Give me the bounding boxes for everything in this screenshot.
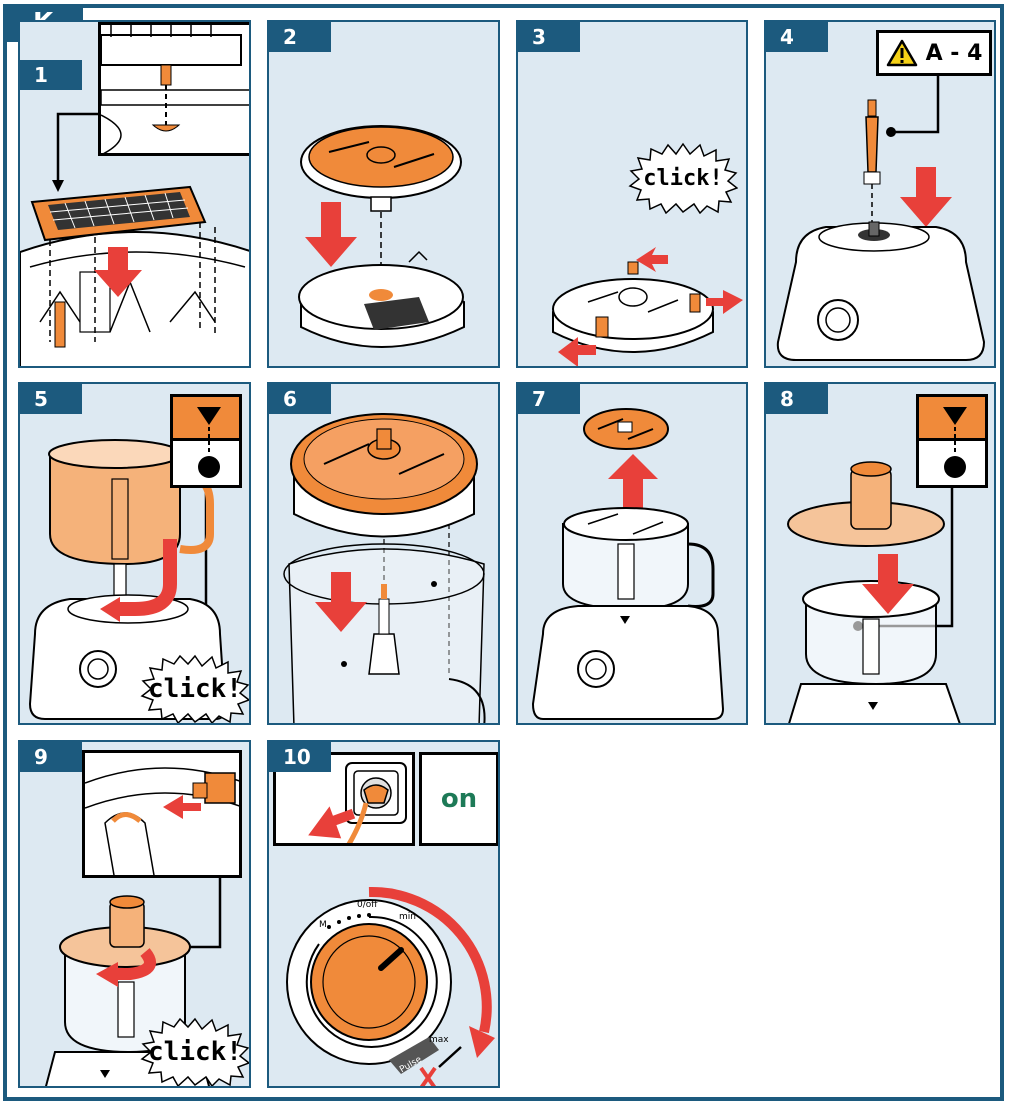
power-on-label: on <box>440 784 478 814</box>
step-number: 9 <box>20 742 82 772</box>
step-number: 6 <box>269 384 331 414</box>
step-number: 2 <box>269 22 331 52</box>
click-callout: click! <box>140 1017 249 1086</box>
step-9-detail-inset <box>82 750 242 878</box>
dial-icon <box>286 899 452 1074</box>
click-callout-text: click! <box>148 674 242 704</box>
step-1-panel: 1 <box>18 20 251 368</box>
wall-socket-icon <box>308 762 407 843</box>
step-10-panel: 10 on M 0/off min ma <box>267 740 500 1088</box>
click-callout-text: click! <box>148 1037 242 1067</box>
step-8-panel: 8 <box>764 382 996 725</box>
step-7-panel: 7 <box>516 382 748 725</box>
step-4-panel: 4 A - 4 <box>764 20 996 368</box>
click-callout: click! <box>140 654 249 723</box>
warning-triangle-icon <box>886 39 917 67</box>
click-callout-text: click! <box>643 165 723 191</box>
dial-label-off: 0/off <box>357 900 378 910</box>
step-number: 7 <box>518 384 580 414</box>
alignment-marker-box <box>916 394 988 488</box>
warning-reference-box: A - 4 <box>876 30 992 76</box>
step-number: 10 <box>269 742 331 772</box>
step-number: 8 <box>766 384 828 414</box>
step-2-panel: 2 <box>267 20 500 368</box>
dial-label-m: M <box>319 920 327 930</box>
power-on-box: on <box>419 752 498 846</box>
step-6-panel: 6 <box>267 382 500 725</box>
warning-reference-text: A - 4 <box>925 40 983 66</box>
step-number: 5 <box>20 384 82 414</box>
step-number: 4 <box>766 22 828 52</box>
step-1-detail-inset <box>98 22 249 156</box>
step-number: 3 <box>518 22 580 52</box>
step-3-panel: 3 click! <box>516 20 748 368</box>
no-symbol-icon <box>419 1066 437 1086</box>
step-5-panel: 5 click! <box>18 382 251 725</box>
click-callout: click! <box>628 142 739 215</box>
dial-label-min: min <box>399 912 416 922</box>
alignment-marker-box <box>170 394 242 488</box>
dial-label-max: max <box>429 1035 449 1045</box>
step-number: 1 <box>20 60 82 90</box>
step-9-panel: 9 click! <box>18 740 251 1088</box>
